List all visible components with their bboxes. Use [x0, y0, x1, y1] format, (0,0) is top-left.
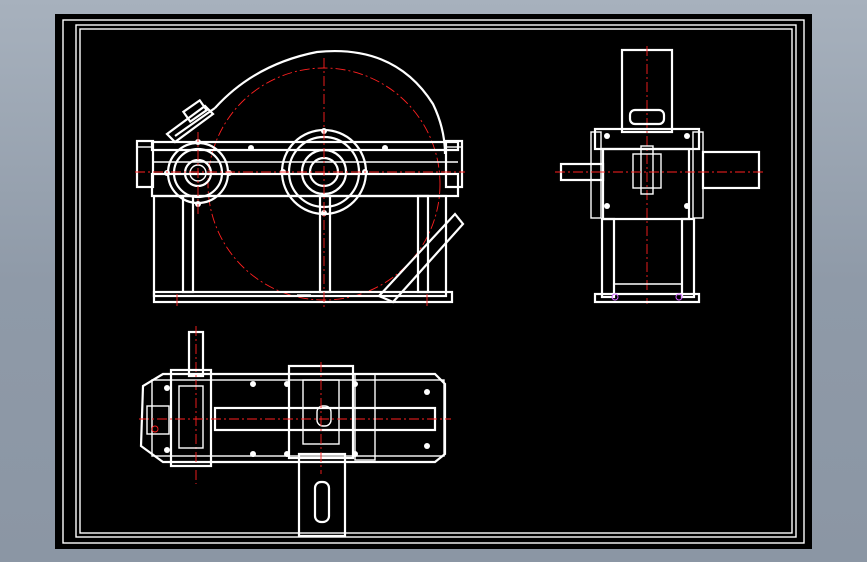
side-view[interactable] — [555, 46, 765, 304]
housing-plan — [139, 372, 447, 464]
sheet-frame — [62, 19, 805, 544]
front-view[interactable] — [135, 50, 465, 310]
top-view[interactable] — [139, 326, 451, 538]
drawing-sheet[interactable]: .w { stroke: #ffffff; fill: none; stroke… — [55, 14, 812, 549]
oil-gauge-icon[interactable] — [377, 212, 465, 304]
housing-top-arc — [214, 50, 447, 155]
output-shaft-bottom — [297, 452, 347, 538]
bolt-icon — [164, 381, 430, 457]
vent-plug — [165, 104, 215, 144]
output-shaft — [701, 150, 761, 190]
bolt-icon — [164, 128, 388, 216]
base-plate — [152, 290, 454, 304]
drawing-canvas: .w { stroke: #ffffff; fill: none; stroke… — [62, 19, 805, 544]
keyway — [313, 480, 331, 524]
